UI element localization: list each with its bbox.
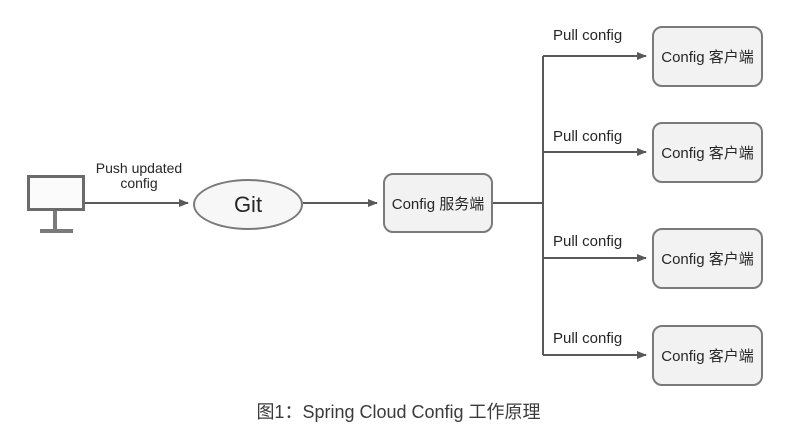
push-config-label-line2: config bbox=[120, 175, 158, 191]
config-client-label-1: Config 客户端 bbox=[661, 49, 754, 66]
pull-config-label-3: Pull config bbox=[553, 233, 623, 250]
push-config-label: Push updated config bbox=[86, 161, 192, 191]
config-server-label: Config 服务端 bbox=[391, 195, 485, 213]
monitor-base bbox=[40, 229, 73, 233]
config-client-label-3: Config 客户端 bbox=[661, 251, 754, 268]
git-node-label: Git bbox=[233, 191, 263, 217]
pull-config-label-2: Pull config bbox=[553, 128, 623, 145]
monitor-screen bbox=[27, 175, 85, 211]
config-client-node-2: Config 客户端 bbox=[652, 122, 763, 183]
pull-config-label-4: Pull config bbox=[553, 330, 623, 347]
config-client-node-3: Config 客户端 bbox=[652, 228, 763, 289]
config-server-node: Config 服务端 bbox=[383, 173, 493, 233]
pull-config-label-1: Pull config bbox=[553, 27, 623, 44]
config-client-node-1: Config 客户端 bbox=[652, 26, 763, 87]
config-client-label-2: Config 客户端 bbox=[661, 145, 754, 162]
config-client-node-4: Config 客户端 bbox=[652, 325, 763, 386]
config-client-label-4: Config 客户端 bbox=[661, 348, 754, 365]
monitor-stand bbox=[53, 211, 57, 229]
push-config-label-line1: Push updated bbox=[95, 160, 183, 176]
git-node: Git bbox=[193, 179, 303, 230]
figure-caption: 图1：Spring Cloud Config 工作原理 bbox=[256, 402, 541, 422]
